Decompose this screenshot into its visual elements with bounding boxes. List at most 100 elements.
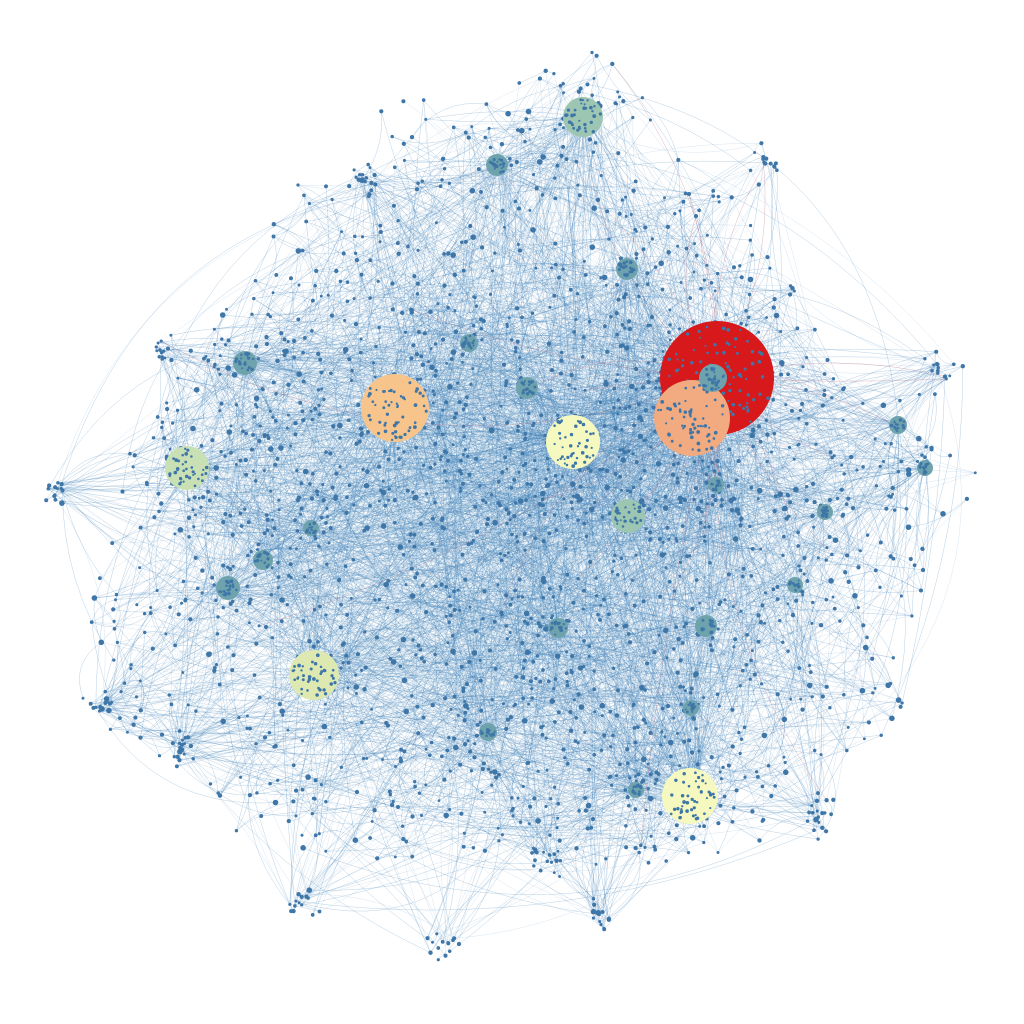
- graph-node: [590, 50, 594, 55]
- graph-node: [934, 349, 939, 354]
- graph-node: [427, 360, 431, 364]
- graph-node: [463, 130, 468, 135]
- graph-node: [508, 631, 512, 634]
- graph-node: [362, 528, 366, 533]
- hub-inner-node: [702, 383, 706, 388]
- hub-inner-node: [615, 506, 619, 510]
- hub-inner-node: [638, 790, 641, 794]
- graph-node: [753, 151, 757, 154]
- graph-node: [702, 824, 707, 829]
- graph-node: [758, 439, 763, 444]
- graph-node: [530, 851, 534, 855]
- graph-node: [633, 227, 637, 232]
- hub-inner-node: [742, 407, 746, 410]
- graph-node: [653, 265, 658, 269]
- hub-inner-node: [633, 791, 637, 795]
- graph-node: [862, 737, 866, 741]
- graph-node: [786, 649, 790, 653]
- hub-inner-node: [374, 403, 377, 407]
- hub-inner-node: [700, 627, 705, 632]
- graph-node: [372, 172, 377, 178]
- graph-node: [810, 513, 815, 519]
- graph-node: [249, 447, 255, 452]
- hub-inner-node: [685, 332, 690, 336]
- graph-node: [599, 748, 604, 752]
- hub-inner-node: [560, 455, 564, 459]
- graph-node: [201, 495, 206, 500]
- graph-node: [516, 206, 522, 211]
- hub-inner-node: [333, 681, 337, 685]
- graph-node: [428, 309, 433, 314]
- graph-node: [413, 575, 418, 580]
- graph-node: [709, 755, 714, 760]
- graph-node: [708, 560, 712, 565]
- graph-node: [274, 392, 278, 396]
- graph-node: [488, 292, 493, 296]
- graph-node: [729, 195, 734, 200]
- graph-node: [453, 309, 457, 313]
- graph-node: [177, 741, 182, 745]
- graph-node: [339, 765, 344, 770]
- graph-node: [496, 583, 500, 587]
- graph-node: [218, 409, 222, 413]
- graph-node: [322, 397, 326, 402]
- graph-node: [657, 633, 661, 637]
- graph-node: [669, 754, 673, 759]
- hub-inner-node: [181, 463, 185, 466]
- graph-node: [462, 435, 466, 439]
- graph-node: [420, 583, 425, 588]
- graph-node: [411, 638, 415, 642]
- graph-node: [176, 612, 181, 617]
- hub-inner-node: [617, 268, 622, 272]
- graph-node: [638, 498, 645, 504]
- graph-node: [779, 372, 784, 377]
- graph-node: [466, 542, 471, 547]
- graph-node: [622, 450, 628, 455]
- hub-inner-node: [896, 426, 900, 430]
- graph-node: [318, 357, 323, 362]
- graph-node: [345, 299, 350, 304]
- graph-node: [631, 188, 636, 193]
- graph-node: [370, 707, 374, 711]
- hub-inner-node: [714, 485, 718, 489]
- graph-node: [174, 764, 179, 769]
- graph-node: [559, 358, 564, 363]
- graph-node: [223, 512, 228, 516]
- graph-node: [568, 728, 574, 733]
- graph-node: [219, 450, 223, 454]
- graph-node: [138, 566, 142, 570]
- hub-inner-node: [695, 800, 699, 804]
- hub-inner-node: [675, 352, 678, 356]
- graph-node: [402, 158, 406, 162]
- graph-node: [795, 326, 800, 331]
- graph-node: [773, 784, 777, 788]
- graph-node: [275, 358, 280, 364]
- graph-node: [643, 845, 647, 850]
- graph-node: [447, 620, 451, 624]
- graph-node: [277, 508, 281, 512]
- graph-node: [677, 327, 682, 331]
- graph-node: [285, 426, 289, 430]
- hub-inner-node: [398, 435, 402, 439]
- hub-inner-node: [572, 126, 576, 130]
- graph-node: [873, 568, 878, 573]
- graph-node: [207, 498, 212, 503]
- graph-node: [309, 409, 313, 413]
- graph-node: [253, 479, 258, 483]
- graph-node: [852, 593, 858, 599]
- graph-node: [740, 668, 745, 673]
- graph-node: [275, 456, 280, 461]
- hub-inner-node: [681, 805, 684, 808]
- graph-node: [269, 489, 273, 493]
- graph-node: [559, 587, 563, 591]
- hub-inner-node: [670, 417, 674, 420]
- graph-node: [607, 237, 611, 241]
- graph-node: [385, 723, 391, 728]
- hub-inner-node: [228, 587, 232, 591]
- graph-node: [243, 507, 247, 511]
- graph-node: [422, 426, 427, 430]
- graph-node: [293, 904, 297, 908]
- graph-node: [262, 433, 267, 438]
- graph-node: [555, 826, 559, 830]
- graph-node: [419, 813, 424, 818]
